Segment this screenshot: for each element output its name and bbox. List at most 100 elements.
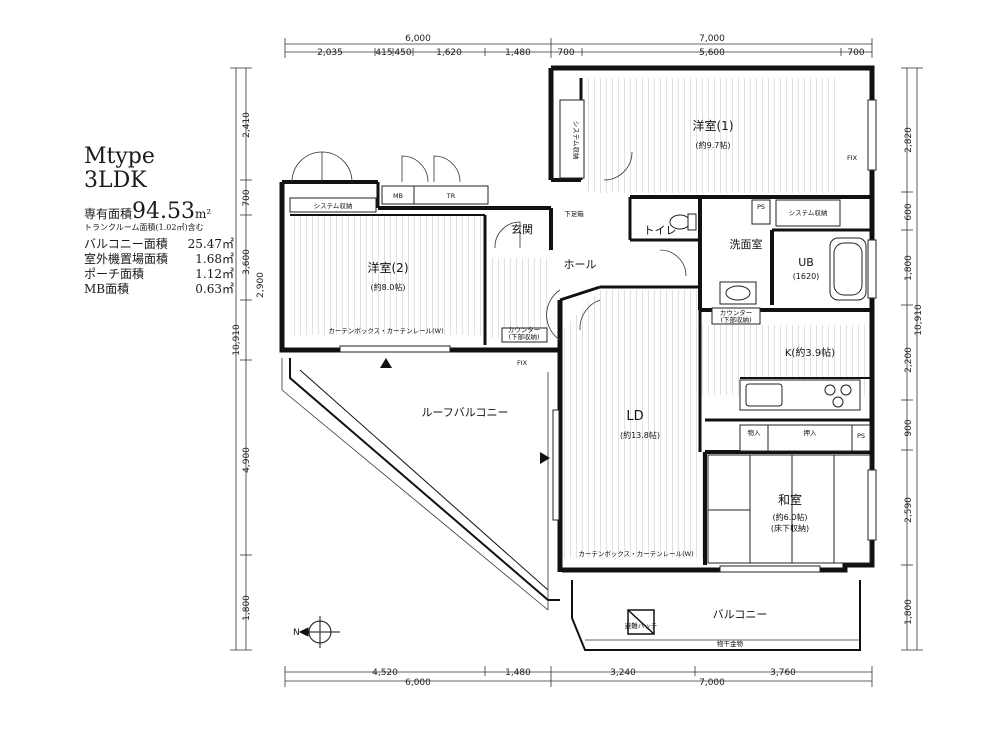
entry-arrow-icon — [380, 358, 392, 368]
storage-boxes — [289, 99, 871, 452]
exclusive-area: 専有面積94.53m² — [84, 199, 234, 224]
compass-icon — [298, 616, 340, 648]
room-hall: ホール — [564, 258, 597, 271]
label-shoe-storage: 下足箱 — [564, 209, 584, 218]
area-label: MB面積 — [84, 282, 130, 296]
area-row-balcony: バルコニー面積 25.47㎡ — [84, 237, 234, 252]
right-dimensions — [901, 67, 923, 651]
unit-type-name: Mtype — [84, 144, 155, 169]
area-value: 0.63㎡ — [195, 282, 234, 296]
dim-left-total: 10,910 — [232, 324, 242, 356]
room-balcony: バルコニー — [713, 608, 768, 621]
balcony-lines — [281, 358, 860, 641]
area-row-porch: ポーチ面積 1.12㎡ — [84, 267, 234, 282]
dim-left-seg: 1,800 — [242, 595, 252, 621]
room-western1-name: 洋室(1) — [693, 118, 734, 133]
label-mb: MB — [393, 192, 403, 200]
dim-bottom-seg: 3,760 — [770, 668, 796, 678]
dim-bottom-total-left: 6,000 — [405, 678, 431, 688]
windows — [339, 99, 877, 573]
label-counter: カウンター — [508, 325, 541, 334]
room-western2-name: 洋室(2) — [368, 260, 409, 275]
dim-top-seg: 700 — [847, 48, 864, 58]
dim-right-seg: 1,800 — [904, 599, 914, 625]
dim-right-seg: 600 — [904, 203, 914, 220]
room-western2-size: (約8.0帖) — [371, 282, 406, 292]
room-ub-name: UB — [798, 256, 814, 269]
unit-info-panel: Mtype 3LDK 専有面積94.53m² トランクルーム面積(1.02㎡)含… — [84, 145, 234, 297]
door-swings — [291, 151, 687, 341]
evacuation-hatch — [627, 609, 655, 635]
label-oshiire: 押入 — [804, 428, 818, 437]
area-label: バルコニー面積 — [84, 237, 168, 251]
label-system-storage: システム収納 — [572, 121, 581, 160]
dim-bottom-total-right: 7,000 — [699, 678, 725, 688]
dim-top-seg: 415 — [375, 48, 392, 58]
exclusive-area-value: 94.53 — [132, 199, 195, 224]
area-label: ポーチ面積 — [84, 267, 145, 281]
dim-left-seg: 4,900 — [242, 447, 252, 473]
dim-top-seg: 700 — [557, 48, 574, 58]
dim-top-seg: 2,035 — [317, 48, 343, 58]
label-drying-hardware: 物干金物 — [717, 639, 744, 648]
floor-fills — [290, 78, 870, 558]
area-label: 室外機置場面積 — [84, 252, 169, 266]
label-counter-lower: (下部収納) — [508, 332, 539, 341]
dim-bottom-seg: 1,480 — [505, 668, 531, 678]
area-row-mb: MB面積 0.63㎡ — [84, 282, 234, 297]
room-ld-name: LD — [626, 409, 643, 424]
label-counter-lower: (下部収納) — [720, 315, 751, 324]
room-entrance: 玄関 — [511, 222, 533, 236]
bathtub — [829, 237, 867, 301]
entry-arrow-icon — [540, 452, 550, 464]
compass-north-label: N — [293, 628, 300, 638]
exclusive-area-unit: m² — [195, 207, 212, 221]
area-value: 1.12㎡ — [195, 267, 234, 281]
unit-layout: 3LDK — [84, 168, 147, 193]
room-japanese-size: (約6.0帖) — [773, 512, 808, 522]
top-dimensions — [284, 38, 873, 58]
dim-top-total-left: 6,000 — [405, 34, 431, 44]
dim-right-seg: 900 — [904, 419, 914, 436]
area-value: 25.47㎡ — [187, 237, 234, 251]
area-row-outdoor-unit: 室外機置場面積 1.68㎡ — [84, 252, 234, 267]
label-ps: PS — [857, 432, 865, 440]
area-value: 1.68㎡ — [195, 252, 234, 266]
label-curtain-box: カーテンボックス・カーテンレール(W) — [578, 550, 693, 558]
dim-right-seg: 2,820 — [904, 127, 914, 153]
label-counter: カウンター — [720, 308, 753, 317]
dim-left-seg: 3,600 — [242, 249, 252, 275]
label-fix: FIX — [517, 359, 528, 367]
dim-top-total-right: 7,000 — [699, 34, 725, 44]
dim-left-seg: 2,410 — [242, 112, 252, 138]
dim-right-seg: 2,200 — [904, 347, 914, 373]
dim-right-seg: 2,590 — [904, 497, 914, 523]
dim-top-seg: 1,480 — [505, 48, 531, 58]
dim-right-seg: 1,800 — [904, 255, 914, 281]
room-washroom: 洗面室 — [730, 237, 763, 251]
label-system-storage: システム収納 — [314, 201, 353, 210]
dim-top-seg: 450 — [394, 48, 411, 58]
exclusive-area-label: 専有面積 — [84, 207, 133, 221]
room-kitchen-name: K(約3.9帖) — [785, 346, 835, 359]
label-evac-hatch: 避難ハッチ — [625, 621, 658, 630]
washbasin — [719, 281, 757, 305]
label-mono: 物入 — [748, 428, 762, 437]
room-japanese-name: 和室 — [778, 492, 802, 507]
room-toilet: トイレ — [644, 224, 677, 237]
room-roof-balcony: ルーフバルコニー — [421, 406, 508, 419]
label-tr: TR — [446, 192, 456, 200]
toilet-fixture — [669, 213, 697, 231]
dim-top-seg: 1,620 — [436, 48, 462, 58]
dim-bottom-seg: 3,240 — [610, 668, 636, 678]
label-ps: PS — [757, 203, 765, 211]
kitchen-counter — [739, 379, 861, 411]
room-western1-size: (約9.7帖) — [696, 140, 731, 150]
bottom-dimensions — [284, 666, 873, 687]
label-fix: FIX — [847, 154, 858, 162]
dim-left-seg: 700 — [242, 189, 252, 206]
dim-bottom-seg: 4,520 — [372, 668, 398, 678]
dim-right-total: 10,910 — [914, 304, 924, 336]
room-ub-size: (1620) — [793, 272, 820, 281]
